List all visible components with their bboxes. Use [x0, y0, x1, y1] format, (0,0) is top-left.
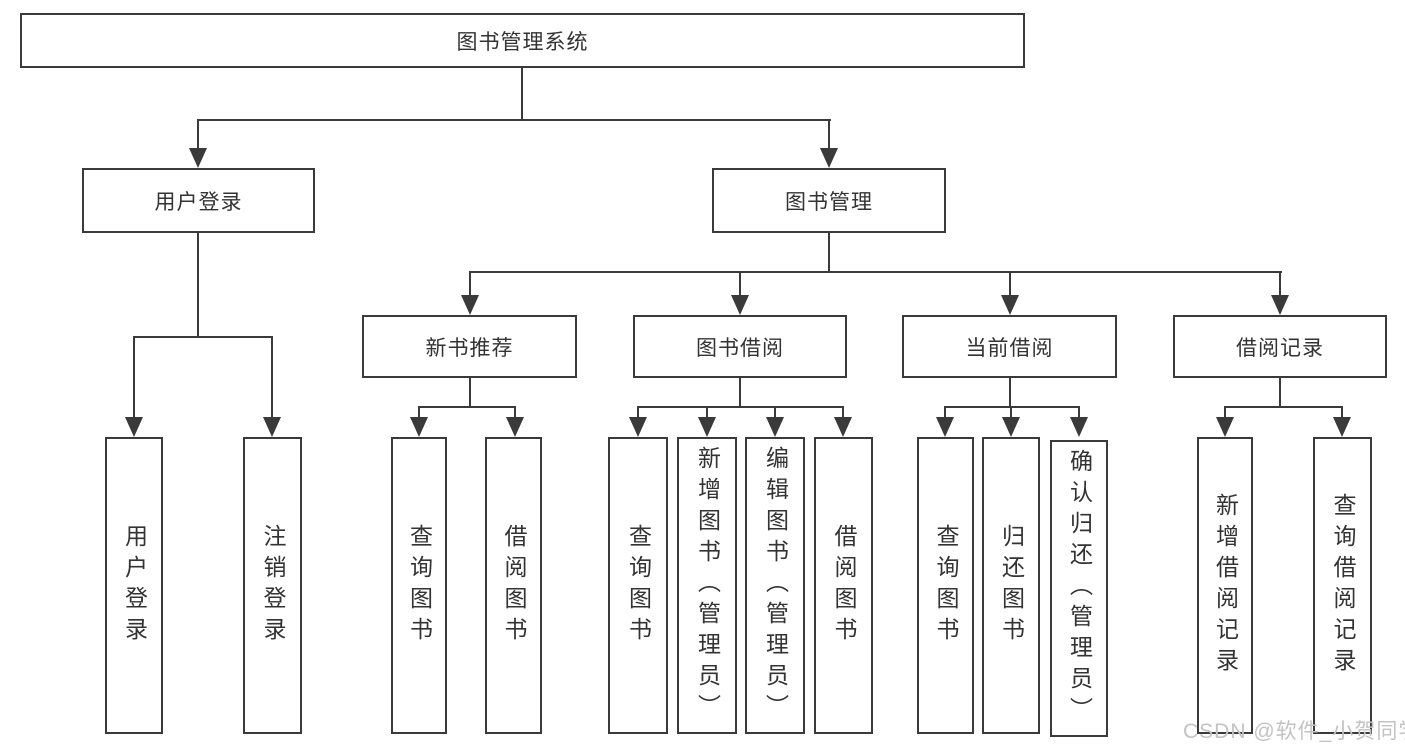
arrow-down-icon	[698, 417, 716, 437]
node-query-books: 查询图书	[917, 437, 974, 734]
arrow-down-icon	[410, 417, 428, 437]
csdn-watermark: CSDN @软件_小贺同学	[1183, 720, 1405, 743]
connector-drop	[842, 406, 844, 419]
connector-drop-login	[133, 336, 135, 419]
node-current-borrow: 当前借阅	[902, 315, 1117, 378]
node-label: 借阅记录	[1236, 336, 1324, 360]
connector-drop	[706, 406, 708, 419]
node-logout: 注销登录	[243, 437, 302, 734]
node-label: 借阅图书	[831, 523, 857, 648]
connector-drop	[1341, 406, 1343, 419]
connector-drop-borrow-record	[1279, 271, 1281, 297]
connector-record-rail	[1224, 406, 1343, 408]
node-label: 新书推荐	[425, 336, 514, 360]
arrow-down-icon	[834, 417, 852, 437]
node-label: 用户登录	[121, 523, 148, 648]
connector-drop	[514, 406, 516, 419]
node-query-borrow-record: 查询借阅记录	[1313, 437, 1372, 734]
node-borrow-books: 借阅图书	[814, 437, 873, 734]
node-label: 注销登录	[260, 523, 286, 648]
node-user-login: 用户登录	[82, 168, 315, 233]
node-return-books: 归还图书	[982, 437, 1040, 734]
node-borrow-books: 借阅图书	[485, 437, 542, 734]
connector-drop-current-borrow	[1009, 271, 1011, 297]
connector-root-stem	[521, 68, 523, 121]
arrow-down-icon	[820, 148, 838, 168]
node-add-books-admin: 新增图书（管理员）	[677, 437, 737, 734]
node-query-books: 查询图书	[391, 437, 447, 734]
connector-borrow-stem	[739, 378, 741, 408]
arrow-down-icon	[189, 148, 207, 168]
connector-drop-new-book-recommend	[469, 271, 471, 297]
arrow-down-icon	[1271, 295, 1289, 315]
node-confirm-return-admin: 确认归还（管理员）	[1050, 440, 1108, 737]
arrow-down-icon	[461, 295, 479, 315]
node-label: 借阅图书	[501, 523, 527, 648]
connector-recommend-stem	[469, 378, 471, 408]
node-label: 用户登录	[154, 190, 243, 214]
connector-current-stem	[1009, 378, 1011, 408]
connector-level1-rail	[197, 119, 831, 121]
node-label: 编辑图书（管理员）	[762, 446, 789, 725]
node-user-login-leaf: 用户登录	[105, 437, 163, 734]
node-new-book-recommend: 新书推荐	[362, 315, 577, 378]
connector-drop	[1078, 406, 1080, 419]
arrow-down-icon	[766, 417, 784, 437]
connector-drop-user-login	[197, 119, 199, 150]
connector-recommend-rail	[418, 406, 516, 408]
node-label: 确认归还（管理员）	[1066, 449, 1093, 728]
arrow-down-icon	[936, 417, 954, 437]
connector-current-rail	[944, 406, 1080, 408]
node-query-books: 查询图书	[608, 437, 668, 734]
node-library-management-system: 图书管理系统	[20, 13, 1025, 68]
arrow-down-icon	[629, 417, 647, 437]
node-label: 新增图书（管理员）	[694, 446, 721, 725]
node-label: 当前借阅	[965, 336, 1054, 360]
node-label: 查询图书	[625, 523, 652, 648]
connector-drop	[1010, 406, 1012, 419]
arrow-down-icon	[506, 417, 524, 437]
connector-level2-rail	[469, 271, 1282, 273]
node-label: 归还图书	[998, 523, 1025, 648]
node-label: 图书借阅	[696, 336, 784, 360]
node-label: 新增借阅记录	[1212, 492, 1239, 679]
arrow-down-icon	[1333, 417, 1351, 437]
arrow-down-icon	[263, 417, 281, 437]
node-book-borrow: 图书借阅	[633, 315, 847, 378]
connector-drop-book-management	[828, 119, 830, 150]
arrow-down-icon	[1070, 417, 1088, 437]
arrow-down-icon	[125, 417, 143, 437]
arrow-down-icon	[1216, 417, 1234, 437]
node-label: 查询图书	[933, 523, 959, 648]
connector-drop	[637, 406, 639, 419]
connector-drop	[774, 406, 776, 419]
connector-drop	[944, 406, 946, 419]
node-edit-books-admin: 编辑图书（管理员）	[745, 437, 805, 734]
arrow-down-icon	[1001, 295, 1019, 315]
node-book-management: 图书管理	[712, 168, 946, 233]
arrow-down-icon	[1002, 417, 1020, 437]
node-label: 图书管理系统	[456, 30, 589, 54]
connector-drop-logout	[271, 336, 273, 419]
connector-drop-book-borrow	[739, 271, 741, 297]
node-borrow-record: 借阅记录	[1173, 315, 1387, 378]
connector-record-stem	[1279, 378, 1281, 408]
connector-user-login-stem	[197, 233, 199, 338]
node-label: 图书管理	[785, 190, 873, 214]
connector-drop	[418, 406, 420, 419]
node-add-borrow-record: 新增借阅记录	[1197, 437, 1253, 734]
node-label: 查询借阅记录	[1330, 492, 1356, 679]
connector-borrow-rail	[637, 406, 844, 408]
arrow-down-icon	[731, 295, 749, 315]
connector-drop	[1224, 406, 1226, 419]
connector-book-mgmt-stem	[828, 233, 830, 273]
node-label: 查询图书	[406, 523, 433, 648]
connector-user-rail	[133, 336, 273, 338]
